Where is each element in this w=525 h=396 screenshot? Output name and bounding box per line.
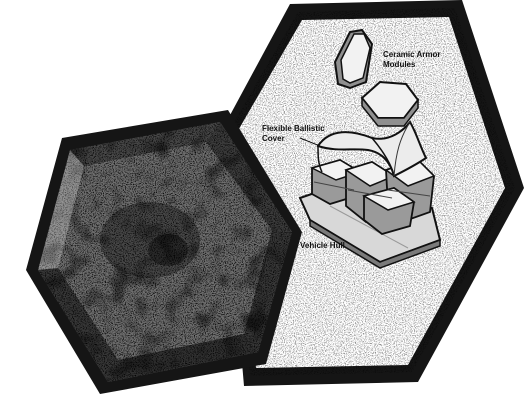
label-ceramic-armor-modules-line2: Modules <box>383 60 416 69</box>
label-vehicle-hull: Vehicle Hull <box>300 241 345 250</box>
label-ceramic-armor-modules-line1: Ceramic Armor <box>383 50 441 59</box>
label-flexible-ballistic-cover-line2: Cover <box>262 134 285 143</box>
label-flexible-ballistic-cover-line1: Flexible Ballistic <box>262 124 325 133</box>
